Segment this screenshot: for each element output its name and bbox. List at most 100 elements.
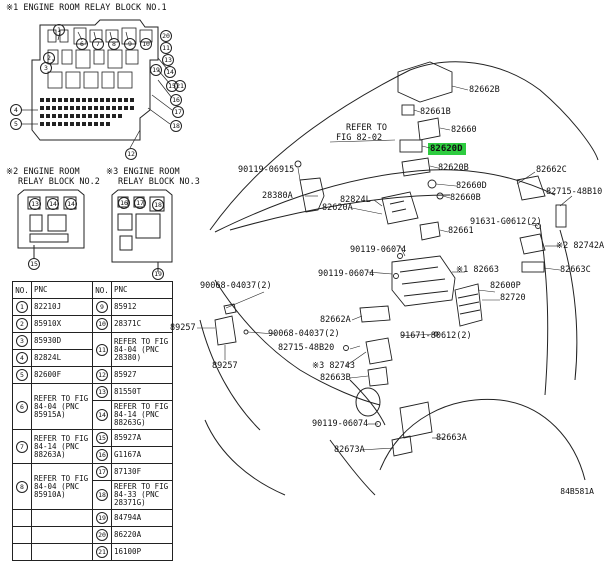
label-82660: 82660: [451, 125, 477, 135]
label-82662A: 82662A: [320, 315, 351, 325]
b2-callout-14b: 14: [65, 198, 77, 210]
label-82661B: 82661B: [420, 107, 451, 117]
label-82620D: 82620D: [430, 144, 463, 154]
row-no: 14: [96, 409, 108, 421]
label-82662C: 82662C: [536, 165, 567, 175]
callout-10: 10: [140, 38, 152, 50]
label-82663B: 82663B: [320, 373, 351, 383]
label-89257-a: 89257: [170, 323, 196, 333]
row-pnc: 84794A: [111, 509, 173, 527]
label-82742A: ※2 82742A: [556, 241, 604, 251]
b3-callout-17: 17: [134, 197, 146, 209]
callout-7: 7: [92, 38, 104, 50]
callout-1: 1: [53, 24, 65, 36]
label-91631: 91631-G0612(2): [470, 217, 542, 227]
label-89257-b: 89257: [212, 361, 238, 371]
b3-callout-19: 19: [152, 268, 164, 280]
diagram-id: 84B581A: [560, 487, 594, 496]
label-90119-06074-c: 90119-06074: [312, 419, 369, 429]
label-82660D: 82660D: [456, 181, 487, 191]
relay-block-3-title-line2: RELAY BLOCK NO.3: [118, 177, 200, 187]
row-pnc: REFER TO FIG 84-14 (PNC 88263A): [31, 429, 93, 464]
label-82660B: 82660B: [450, 193, 481, 203]
label-90119-06074-a: 90119-06074: [350, 245, 407, 255]
relay-block-2-title-line2: RELAY BLOCK NO.2: [18, 177, 100, 187]
label-91671: 91671-80612(2): [400, 331, 472, 341]
label-28380A: 28380A: [262, 191, 293, 201]
row-pnc: REFER TO FIG 84-04 (PNC 28380): [111, 332, 173, 367]
row-no: 16: [96, 449, 108, 461]
row-pnc: REFER TO FIG 84-33 (PNC 28371G): [111, 480, 173, 510]
row-pnc: REFER TO FIG 84-04 (PNC 85915A): [31, 383, 93, 430]
label-82720: 82720: [500, 293, 526, 303]
relay-block-1-title: ※1 ENGINE ROOM RELAY BLOCK NO.1: [6, 3, 167, 13]
row-no: 13: [96, 386, 108, 398]
label-82620A: 82620A: [322, 203, 353, 213]
label-82620B: 82620B: [438, 163, 469, 173]
row-pnc: 28371C: [111, 315, 173, 333]
row-no: 19: [96, 512, 108, 524]
label-fig-82-02: FIG 82-02: [336, 133, 383, 143]
label-82715-48B20: 82715-48B20: [278, 343, 335, 353]
label-82661: 82661: [448, 226, 474, 236]
row-no: 6: [16, 400, 28, 413]
callout-8: 8: [108, 38, 120, 50]
highlight-82620D: [428, 143, 466, 155]
callout-19: 19: [150, 64, 162, 76]
table-row: 5 82600F 12 85927: [12, 366, 173, 384]
row-no: 9: [96, 301, 108, 313]
table-row: 2 85910X 10 28371C: [12, 315, 173, 333]
row-no: 20: [96, 529, 108, 541]
callout-13: 13: [162, 54, 174, 66]
table-row: 6 REFER TO FIG 84-04 (PNC 85915A) 13 815…: [12, 383, 173, 430]
leader-lines: [197, 85, 573, 451]
row-pnc: 85912: [111, 298, 173, 316]
row-no: 10: [96, 318, 108, 330]
row-pnc: 16100P: [111, 543, 173, 561]
row-pnc: REFER TO FIG 84-14 (PNC 88263G): [111, 400, 173, 430]
row-no: 8: [16, 480, 28, 493]
callout-14: 14: [164, 66, 176, 78]
row-pnc: 87130F: [111, 463, 173, 481]
row-no: 3: [16, 335, 28, 347]
callout-11: 11: [160, 42, 172, 54]
label-82600P: 82600P: [490, 281, 521, 291]
row-pnc: 85927A: [111, 429, 173, 447]
row-no: 15: [96, 432, 108, 444]
header-pnc-1: PNC: [31, 281, 93, 299]
row-no: 18: [96, 489, 108, 501]
table-row: 20 86220A: [12, 526, 173, 544]
label-refer-to: REFER TO: [346, 123, 387, 133]
row-no: 5: [16, 369, 28, 381]
table-row: 19 84794A: [12, 509, 173, 527]
callout-16: 16: [170, 94, 182, 106]
label-82663: ※1 82663: [456, 265, 499, 275]
label-90119-06074-b: 90119-06074: [318, 269, 375, 279]
row-no: 7: [16, 440, 28, 453]
b3-callout-16: 16: [118, 197, 130, 209]
table-row: 16 G1167A: [13, 446, 173, 464]
callout-5: 5: [10, 118, 22, 130]
row-no: 1: [16, 301, 28, 313]
callout-12: 12: [125, 148, 137, 160]
label-90068-04037-b: 90068-04037(2): [268, 329, 340, 339]
callout-9: 9: [124, 38, 136, 50]
label-82663C: 82663C: [560, 265, 591, 275]
table-row: 21 16100P: [12, 543, 173, 561]
table-row: 14 REFER TO FIG 84-14 (PNC 88263G): [13, 400, 173, 430]
vehicle-outline: [199, 61, 599, 496]
callout-18: 18: [170, 120, 182, 132]
header-pnc-2: PNC: [111, 281, 173, 299]
callout-20: 20: [160, 30, 172, 42]
label-82673A: 82673A: [334, 445, 365, 455]
row-pnc: 85927: [111, 366, 173, 384]
label-82662B: 82662B: [469, 85, 500, 95]
row-pnc: 85930D: [31, 332, 93, 350]
row-no: 12: [96, 369, 108, 381]
row-no: 2: [16, 318, 28, 330]
b2-callout-13: 13: [29, 198, 41, 210]
row-pnc: 85910X: [31, 315, 93, 333]
diagram-canvas: [17, 19, 599, 496]
label-82743: ※3 82743: [312, 361, 355, 371]
row-pnc: 82210J: [31, 298, 93, 316]
